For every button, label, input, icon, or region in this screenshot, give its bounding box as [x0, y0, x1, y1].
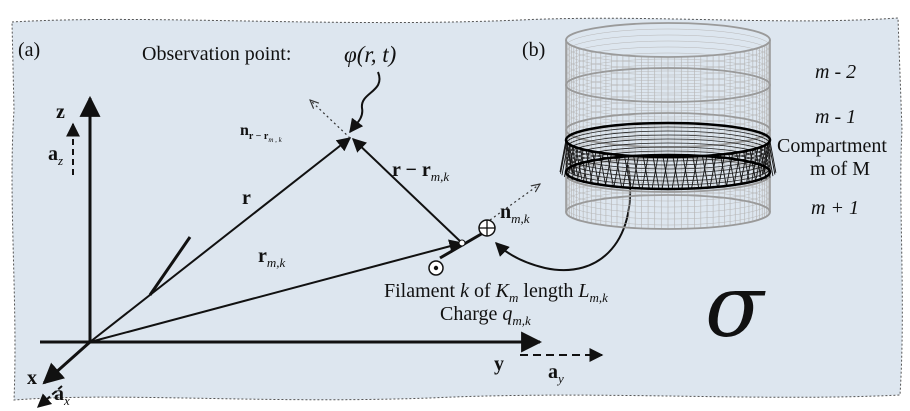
observation-formula: φ(r, t) [344, 42, 396, 67]
observation-label: Observation point: [142, 43, 291, 65]
x-axis [42, 340, 91, 385]
filament-end-marker [478, 219, 496, 237]
compartment-label-m-plus-1: m + 1 [811, 197, 859, 219]
normal-vector-r [310, 100, 351, 139]
unit-vector-az-label: az [48, 143, 63, 168]
observation-pointer [349, 71, 381, 134]
filament-caption-line1: Filament k of Km length Lm,k [384, 280, 608, 305]
compartment-label-m-of-m: m of M [810, 158, 870, 180]
compartment-label-m-minus-1: m - 1 [815, 106, 856, 128]
filament-start-marker [428, 260, 444, 276]
vector-r-mk-label: rm,k [258, 245, 286, 270]
vector-r-minus-rmk-label: r − rm,k [392, 159, 449, 184]
compartment-label-m-minus-2: m - 2 [815, 61, 856, 83]
normal-vector-mk-label: nm,k [500, 201, 530, 226]
filament-midpoint [458, 239, 466, 247]
compartment-cylinder [559, 22, 777, 230]
vector-r-mk [89, 239, 464, 343]
unit-vector-ay-label: ay [548, 361, 564, 386]
unit-vector-ax-label: ax [54, 383, 70, 408]
panel-label-a: (a) [18, 39, 40, 61]
vector-r-minus-rmk [351, 138, 463, 244]
vector-r [89, 137, 352, 343]
y-axis-label: y [494, 353, 504, 375]
normal-vector-mk [489, 184, 540, 221]
unit-vector-ax [36, 385, 63, 408]
compartment-to-filament-arrow [495, 164, 632, 272]
compartment-label-word: Compartment [777, 135, 887, 157]
sigma-symbol: σ [705, 257, 766, 357]
x-axis-label: x [27, 367, 37, 389]
perspective-line [148, 236, 192, 296]
filament-caption-line2: Charge qm,k [440, 303, 531, 328]
normal-vector-r-label: nr − rm , k [240, 122, 283, 144]
vector-r-label: r [242, 187, 251, 209]
panel-label-b: (b) [522, 39, 545, 61]
z-axis-label: z [56, 101, 65, 123]
